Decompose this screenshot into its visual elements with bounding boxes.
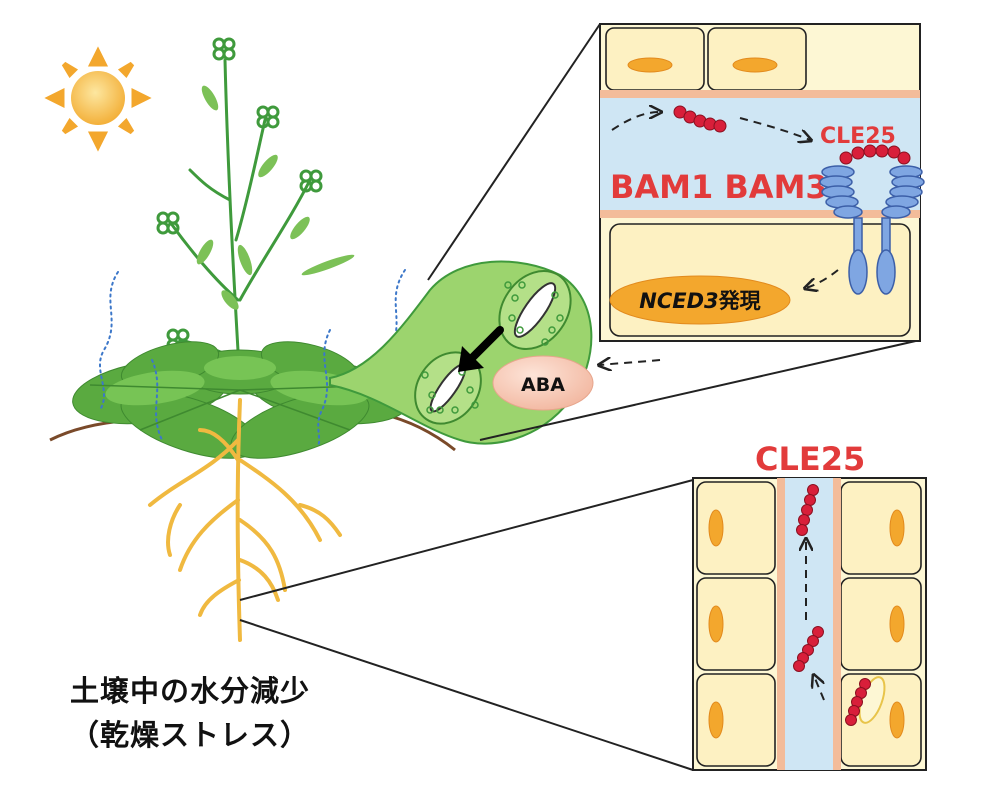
cle25-lower-label: CLE25	[755, 440, 865, 478]
svg-text:NCED3発現: NCED3発現	[639, 289, 760, 313]
nced3-gene-label: NCED3	[639, 289, 718, 313]
aba-label: ABA	[521, 374, 565, 396]
stomata	[414, 270, 572, 425]
flower-cluster-icon	[212, 37, 236, 61]
flower-cluster-icon	[156, 211, 180, 235]
bam-receptor-label: BAM1 BAM3	[610, 168, 828, 206]
leaf-cell-inset: NCED3発現 CLE25 BAM1 BAM3	[600, 23, 925, 365]
nced3-expression: NCED3発現	[609, 275, 791, 325]
flower-cluster-icon	[299, 169, 323, 193]
stomatal-closure-arrow	[458, 326, 504, 372]
cle25-peptide-icon	[793, 626, 824, 672]
cle25-bound-peptide-icon	[839, 144, 911, 165]
plant	[49, 37, 456, 642]
zoom-lines	[239, 23, 921, 771]
cle25-peptide-icon	[673, 105, 727, 133]
cle25-peptide-icon	[796, 484, 819, 536]
nced3-suffix-label: 発現	[718, 289, 761, 313]
root-cell-inset	[692, 477, 927, 771]
aba-molecule: ABA	[492, 355, 594, 411]
cle25-peptide-icon	[845, 678, 871, 726]
bam-receptor-icon	[819, 165, 925, 295]
sun-icon	[44, 46, 152, 152]
caption-line-2: （乾燥ストレス）	[69, 718, 310, 752]
caption-line-1: 土壌中の水分減少	[69, 674, 310, 708]
flower-cluster-icon	[256, 105, 280, 129]
